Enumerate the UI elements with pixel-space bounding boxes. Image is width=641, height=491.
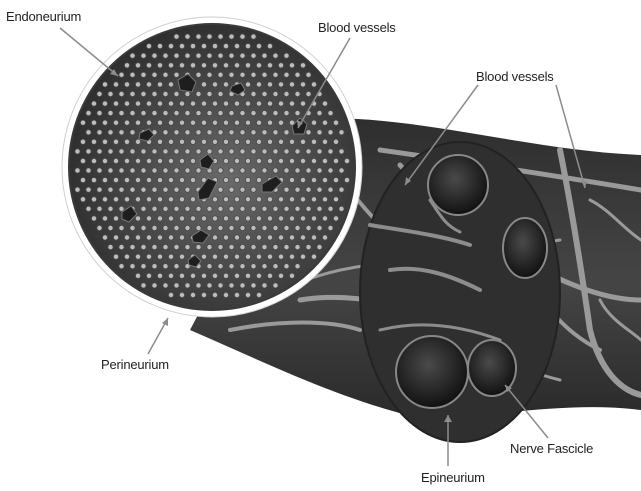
label-perineurium: Perineurium	[101, 357, 169, 372]
label-nerve-fascicle: Nerve Fascicle	[510, 441, 593, 456]
magnified-fascicle	[62, 17, 362, 317]
label-epineurium: Epineurium	[421, 470, 485, 485]
label-blood-vessels-inner: Blood vessels	[318, 20, 396, 35]
nerve-cross-section	[360, 142, 560, 442]
label-endoneurium: Endoneurium	[6, 9, 81, 24]
label-blood-vessels-outer: Blood vessels	[476, 69, 554, 84]
